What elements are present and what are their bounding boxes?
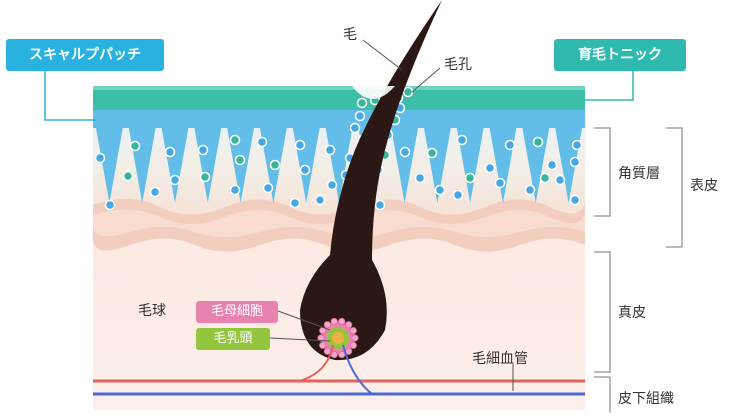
blue-particle <box>484 162 496 174</box>
blue-particle <box>434 184 446 196</box>
pore-label: 毛孔 <box>444 57 472 73</box>
vein-branch <box>342 344 373 395</box>
matrix-cell-dot <box>319 341 327 349</box>
blue-particle <box>554 174 566 186</box>
green-particle <box>532 136 544 148</box>
blue-particle <box>169 174 181 186</box>
green-particle <box>199 171 211 183</box>
scalp-patch-tag: スキャルプパッチ <box>6 39 164 71</box>
hair-tonic-tag: 育毛トニック <box>554 39 686 71</box>
layer-brackets <box>594 127 683 413</box>
matrix-cell-pill: 毛母細胞 <box>196 301 278 323</box>
subcutaneous-label: 皮下組織 <box>618 391 674 407</box>
hair-label: 毛 <box>343 27 357 43</box>
artery-branch <box>299 344 334 382</box>
matrix-cell-dot <box>349 341 357 349</box>
subcutaneous-layer <box>93 372 585 410</box>
matrix-cell-dot <box>349 327 357 335</box>
blue-particle <box>456 134 468 146</box>
hair-bulb-label: 毛球 <box>138 303 166 319</box>
green-particle <box>129 140 141 152</box>
blue-particle <box>494 177 506 189</box>
blue-particle <box>197 144 209 156</box>
green-particle <box>234 154 246 166</box>
blue-particle <box>399 146 411 158</box>
blue-particle <box>299 164 311 176</box>
blue-particle <box>164 146 176 158</box>
blue-particle <box>349 122 361 134</box>
blue-particle <box>149 186 161 198</box>
blue-particle <box>94 152 106 164</box>
blue-particle <box>289 197 301 209</box>
blue-particle <box>452 189 464 201</box>
green-particle <box>122 170 134 182</box>
blue-particle <box>314 194 326 206</box>
blue-particle <box>354 110 366 122</box>
green-particle <box>356 97 368 109</box>
scalp-patch-highlight <box>93 86 585 90</box>
green-particle <box>426 147 438 159</box>
matrix-cell-dot <box>351 334 359 342</box>
blue-particle <box>326 179 338 191</box>
stratum-corneum-label: 角質層 <box>618 166 660 182</box>
pore-opening <box>352 86 395 99</box>
matrix-cell-dot <box>323 321 332 329</box>
blue-particle <box>414 172 426 184</box>
matrix-cell-dot <box>344 321 353 329</box>
blue-particle <box>569 194 581 206</box>
blue-particle <box>104 199 116 211</box>
blue-particle <box>229 184 241 196</box>
matrix-cell-dot <box>338 350 346 359</box>
green-particle <box>229 134 241 146</box>
blue-particle <box>569 156 581 168</box>
papilla-pill: 毛乳頭 <box>196 328 270 350</box>
hair-strand <box>300 0 442 361</box>
leader-lines <box>44 39 634 391</box>
blue-particle <box>324 144 336 156</box>
matrix-cell-dot <box>330 317 338 326</box>
matrix-cell-dot <box>317 334 325 342</box>
blue-particle <box>374 199 386 211</box>
stratum-corneum-teeth <box>93 108 585 203</box>
blue-particle <box>262 182 274 194</box>
green-particle <box>269 159 281 171</box>
blue-particle <box>571 139 583 151</box>
matrix-cell-dot <box>338 317 346 326</box>
blue-particle <box>256 136 268 148</box>
blue-particle <box>504 139 516 151</box>
capillary-label: 毛細血管 <box>472 351 528 367</box>
green-particle <box>402 86 414 98</box>
blue-particle <box>294 139 306 151</box>
blue-particle <box>524 184 536 196</box>
blue-particle <box>546 159 558 171</box>
dermis-label: 真皮 <box>618 305 646 321</box>
epidermis-label: 表皮 <box>690 178 718 194</box>
green-particle <box>464 172 476 184</box>
green-particle <box>539 172 551 184</box>
